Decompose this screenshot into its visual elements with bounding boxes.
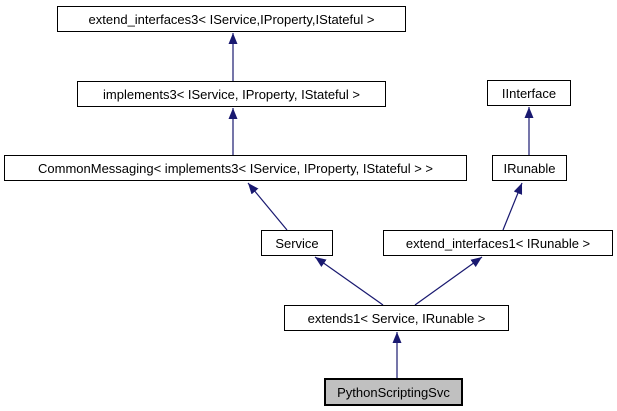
class-node-pythonscriptingsvc-current: PythonScriptingSvc	[324, 378, 463, 406]
class-node-extend-interfaces1[interactable]: extend_interfaces1< IRunable >	[383, 230, 613, 256]
class-node-commonmessaging[interactable]: CommonMessaging< implements3< IService, …	[4, 155, 467, 181]
inheritance-arrow-service-to-commonmessaging	[247, 182, 288, 231]
inheritance-arrow-extends1-to-service	[314, 256, 384, 306]
class-node-implements3[interactable]: implements3< IService, IProperty, IState…	[77, 81, 386, 107]
inheritance-arrow-extend-interfaces1-to-irunable	[502, 182, 523, 231]
class-node-extend-interfaces3[interactable]: extend_interfaces3< IService,IProperty,I…	[57, 6, 406, 32]
class-node-service[interactable]: Service	[261, 230, 333, 256]
class-node-irunable[interactable]: IRunable	[492, 155, 567, 181]
inheritance-arrow-extends1-to-extend-interfaces1	[414, 256, 483, 306]
class-node-iinterface[interactable]: IInterface	[487, 80, 571, 106]
class-node-extends1[interactable]: extends1< Service, IRunable >	[284, 305, 509, 331]
